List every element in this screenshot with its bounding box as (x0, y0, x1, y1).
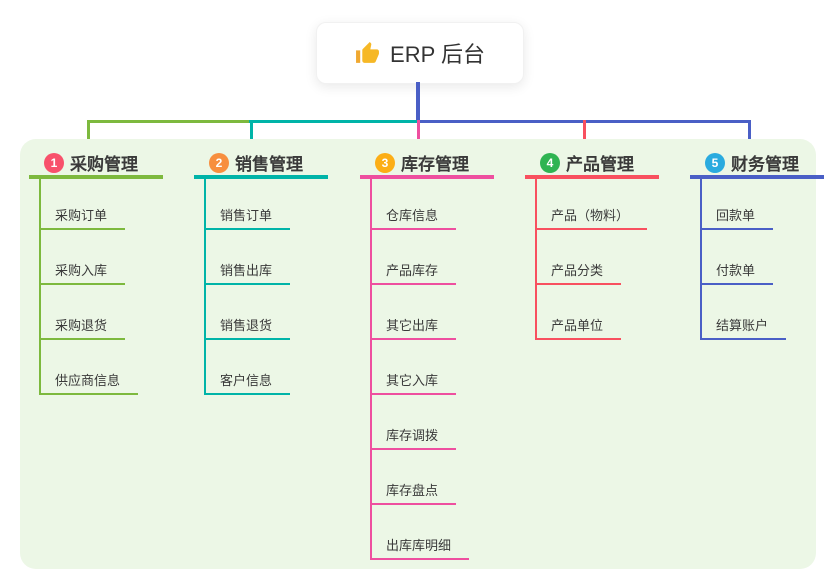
child-node[interactable]: 出库库明细 (370, 505, 510, 560)
branch-node-sales[interactable]: 2 销售管理 (194, 150, 328, 179)
child-node[interactable]: 采购订单 (39, 179, 179, 230)
child-node[interactable]: 采购入库 (39, 230, 179, 285)
badge-4: 4 (540, 152, 560, 173)
branch-sales: 2 销售管理 销售订单 销售出库 销售退货 客户信息 (194, 150, 344, 395)
child-node[interactable]: 产品单位 (535, 285, 675, 340)
child-node[interactable]: 付款单 (700, 230, 839, 285)
child-node[interactable]: 其它入库 (370, 340, 510, 395)
branch-label: 销售管理 (235, 155, 303, 174)
child-node[interactable]: 产品库存 (370, 230, 510, 285)
child-node[interactable]: 供应商信息 (39, 340, 179, 395)
child-node[interactable]: 销售订单 (204, 179, 344, 230)
branch-node-product[interactable]: 4 产品管理 (525, 150, 659, 179)
child-node[interactable]: 库存盘点 (370, 450, 510, 505)
child-node[interactable]: 销售退货 (204, 285, 344, 340)
connector-drop-purchase (87, 120, 90, 143)
thumbs-up-icon (355, 41, 380, 66)
branch-label: 库存管理 (401, 155, 469, 174)
branch-finance: 5 财务管理 回款单 付款单 结算账户 (690, 150, 839, 340)
child-node[interactable]: 客户信息 (204, 340, 344, 395)
child-node[interactable]: 仓库信息 (370, 179, 510, 230)
branch-node-purchase[interactable]: 1 采购管理 (29, 150, 163, 179)
connector-drop-finance (748, 120, 751, 143)
branch-spine (39, 179, 41, 394)
connector-horizontal-segment-1 (87, 120, 249, 123)
connector-drop-sales (250, 120, 253, 143)
branch-inventory: 3 库存管理 仓库信息 产品库存 其它出库 其它入库 库存调拨 库存盘点 出库库… (360, 150, 510, 560)
branch-purchase: 1 采购管理 采购订单 采购入库 采购退货 供应商信息 (29, 150, 179, 395)
branch-spine (535, 179, 537, 340)
badge-1: 1 (44, 152, 64, 173)
branch-node-finance[interactable]: 5 财务管理 (690, 150, 824, 179)
child-node[interactable]: 结算账户 (700, 285, 839, 340)
branch-label: 产品管理 (566, 155, 634, 174)
badge-2: 2 (209, 152, 229, 173)
badge-3: 3 (375, 152, 395, 173)
branch-label: 采购管理 (70, 155, 138, 174)
connector-horizontal-segment-2 (249, 120, 418, 123)
branch-spine (700, 179, 702, 340)
root-node-erp[interactable]: ERP 后台 (316, 22, 524, 84)
child-node[interactable]: 销售出库 (204, 230, 344, 285)
branch-node-inventory[interactable]: 3 库存管理 (360, 150, 494, 179)
child-node[interactable]: 产品（物料） (535, 179, 675, 230)
child-node[interactable]: 库存调拨 (370, 395, 510, 450)
child-node[interactable]: 采购退货 (39, 285, 179, 340)
connector-drop-product (583, 120, 586, 143)
root-node-label: ERP 后台 (390, 42, 485, 67)
child-node[interactable]: 其它出库 (370, 285, 510, 340)
child-node[interactable]: 回款单 (700, 179, 839, 230)
badge-5: 5 (705, 152, 725, 173)
branch-spine (204, 179, 206, 394)
child-node[interactable]: 产品分类 (535, 230, 675, 285)
branch-spine (370, 179, 372, 559)
connector-drop-inventory (417, 120, 420, 143)
connector-root-vertical (416, 82, 420, 120)
branch-product: 4 产品管理 产品（物料） 产品分类 产品单位 (525, 150, 675, 340)
branches-container (20, 139, 816, 569)
branch-label: 财务管理 (731, 155, 799, 174)
